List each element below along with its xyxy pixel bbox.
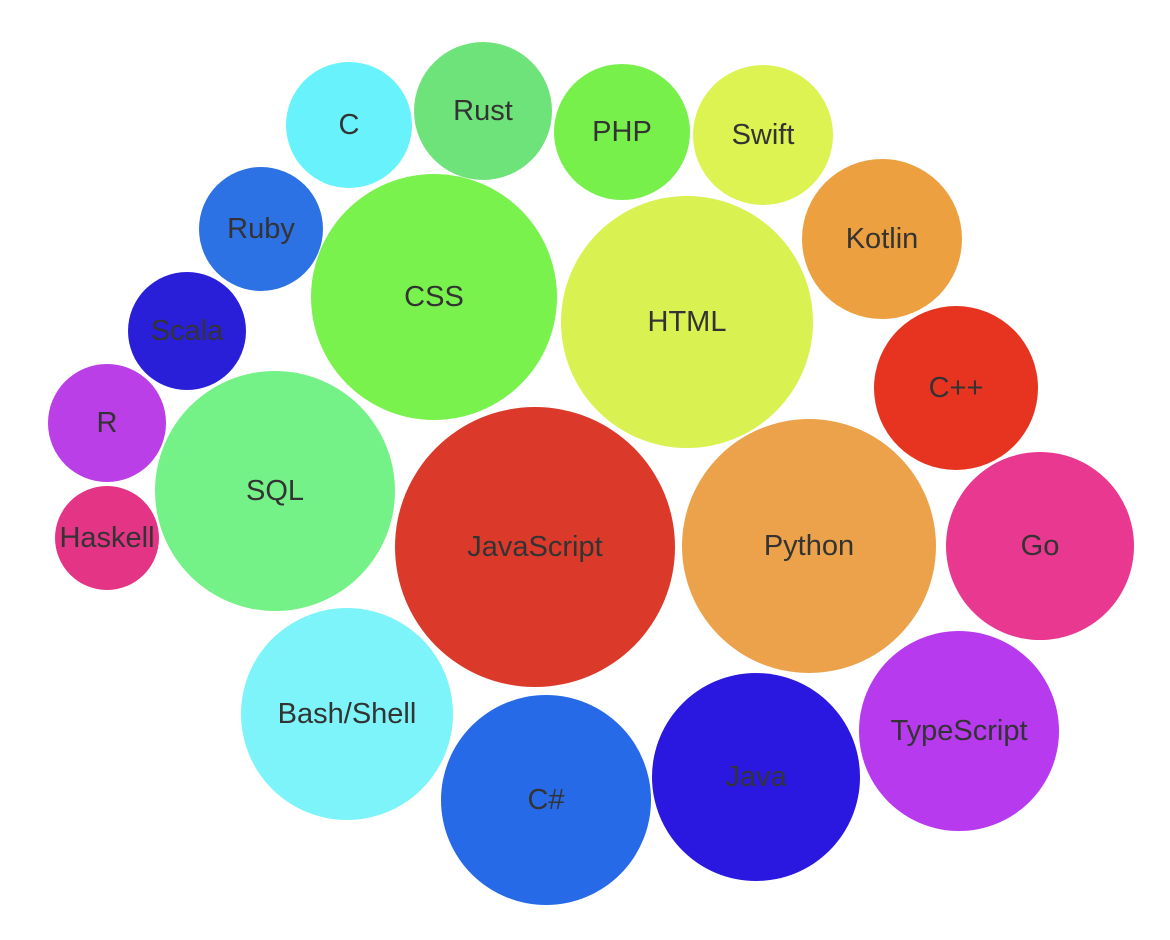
bubble-html: HTML — [561, 196, 813, 448]
bubble-label-bash-shell: Bash/Shell — [277, 697, 417, 730]
bubble-label-kotlin: Kotlin — [845, 222, 919, 255]
bubble-label-go: Go — [1020, 529, 1060, 562]
bubble-label-php: PHP — [592, 115, 652, 148]
bubble-label-cplusplus: C++ — [928, 371, 984, 404]
bubble-sql: SQL — [155, 371, 395, 611]
bubble-label-swift: Swift — [731, 118, 795, 151]
bubble-label-rust: Rust — [453, 94, 513, 127]
bubble-label-haskell: Haskell — [59, 521, 155, 554]
bubble-label-r: R — [96, 406, 118, 439]
bubble-label-sql: SQL — [245, 474, 305, 507]
bubble-rust: Rust — [414, 42, 552, 180]
bubble-label-ruby: Ruby — [227, 212, 295, 245]
bubble-javascript: JavaScript — [395, 407, 675, 687]
bubble-label-c: C — [338, 108, 360, 141]
bubble-scala: Scala — [128, 272, 246, 390]
bubble-label-javascript: JavaScript — [467, 530, 603, 563]
bubble-php: PHP — [554, 64, 690, 200]
bubble-haskell: Haskell — [55, 486, 159, 590]
bubble-python: Python — [682, 419, 936, 673]
bubble-ruby: Ruby — [199, 167, 323, 291]
bubble-label-java: Java — [725, 760, 787, 793]
bubble-css: CSS — [311, 174, 557, 420]
bubble-typescript: TypeScript — [859, 631, 1059, 831]
bubble-swift: Swift — [693, 65, 833, 205]
bubble-c: C — [286, 62, 412, 188]
bubble-r: R — [48, 364, 166, 482]
bubble-label-csharp: C# — [527, 783, 565, 816]
bubble-label-typescript: TypeScript — [890, 714, 1028, 747]
bubble-label-scala: Scala — [150, 314, 224, 347]
bubble-kotlin: Kotlin — [802, 159, 962, 319]
bubble-csharp: C# — [441, 695, 651, 905]
bubble-bash-shell: Bash/Shell — [241, 608, 453, 820]
bubble-label-html: HTML — [647, 305, 727, 338]
bubble-label-css: CSS — [404, 280, 464, 313]
bubble-label-python: Python — [763, 529, 855, 562]
bubble-java: Java — [652, 673, 860, 881]
bubble-go: Go — [946, 452, 1134, 640]
bubble-cplusplus: C++ — [874, 306, 1038, 470]
